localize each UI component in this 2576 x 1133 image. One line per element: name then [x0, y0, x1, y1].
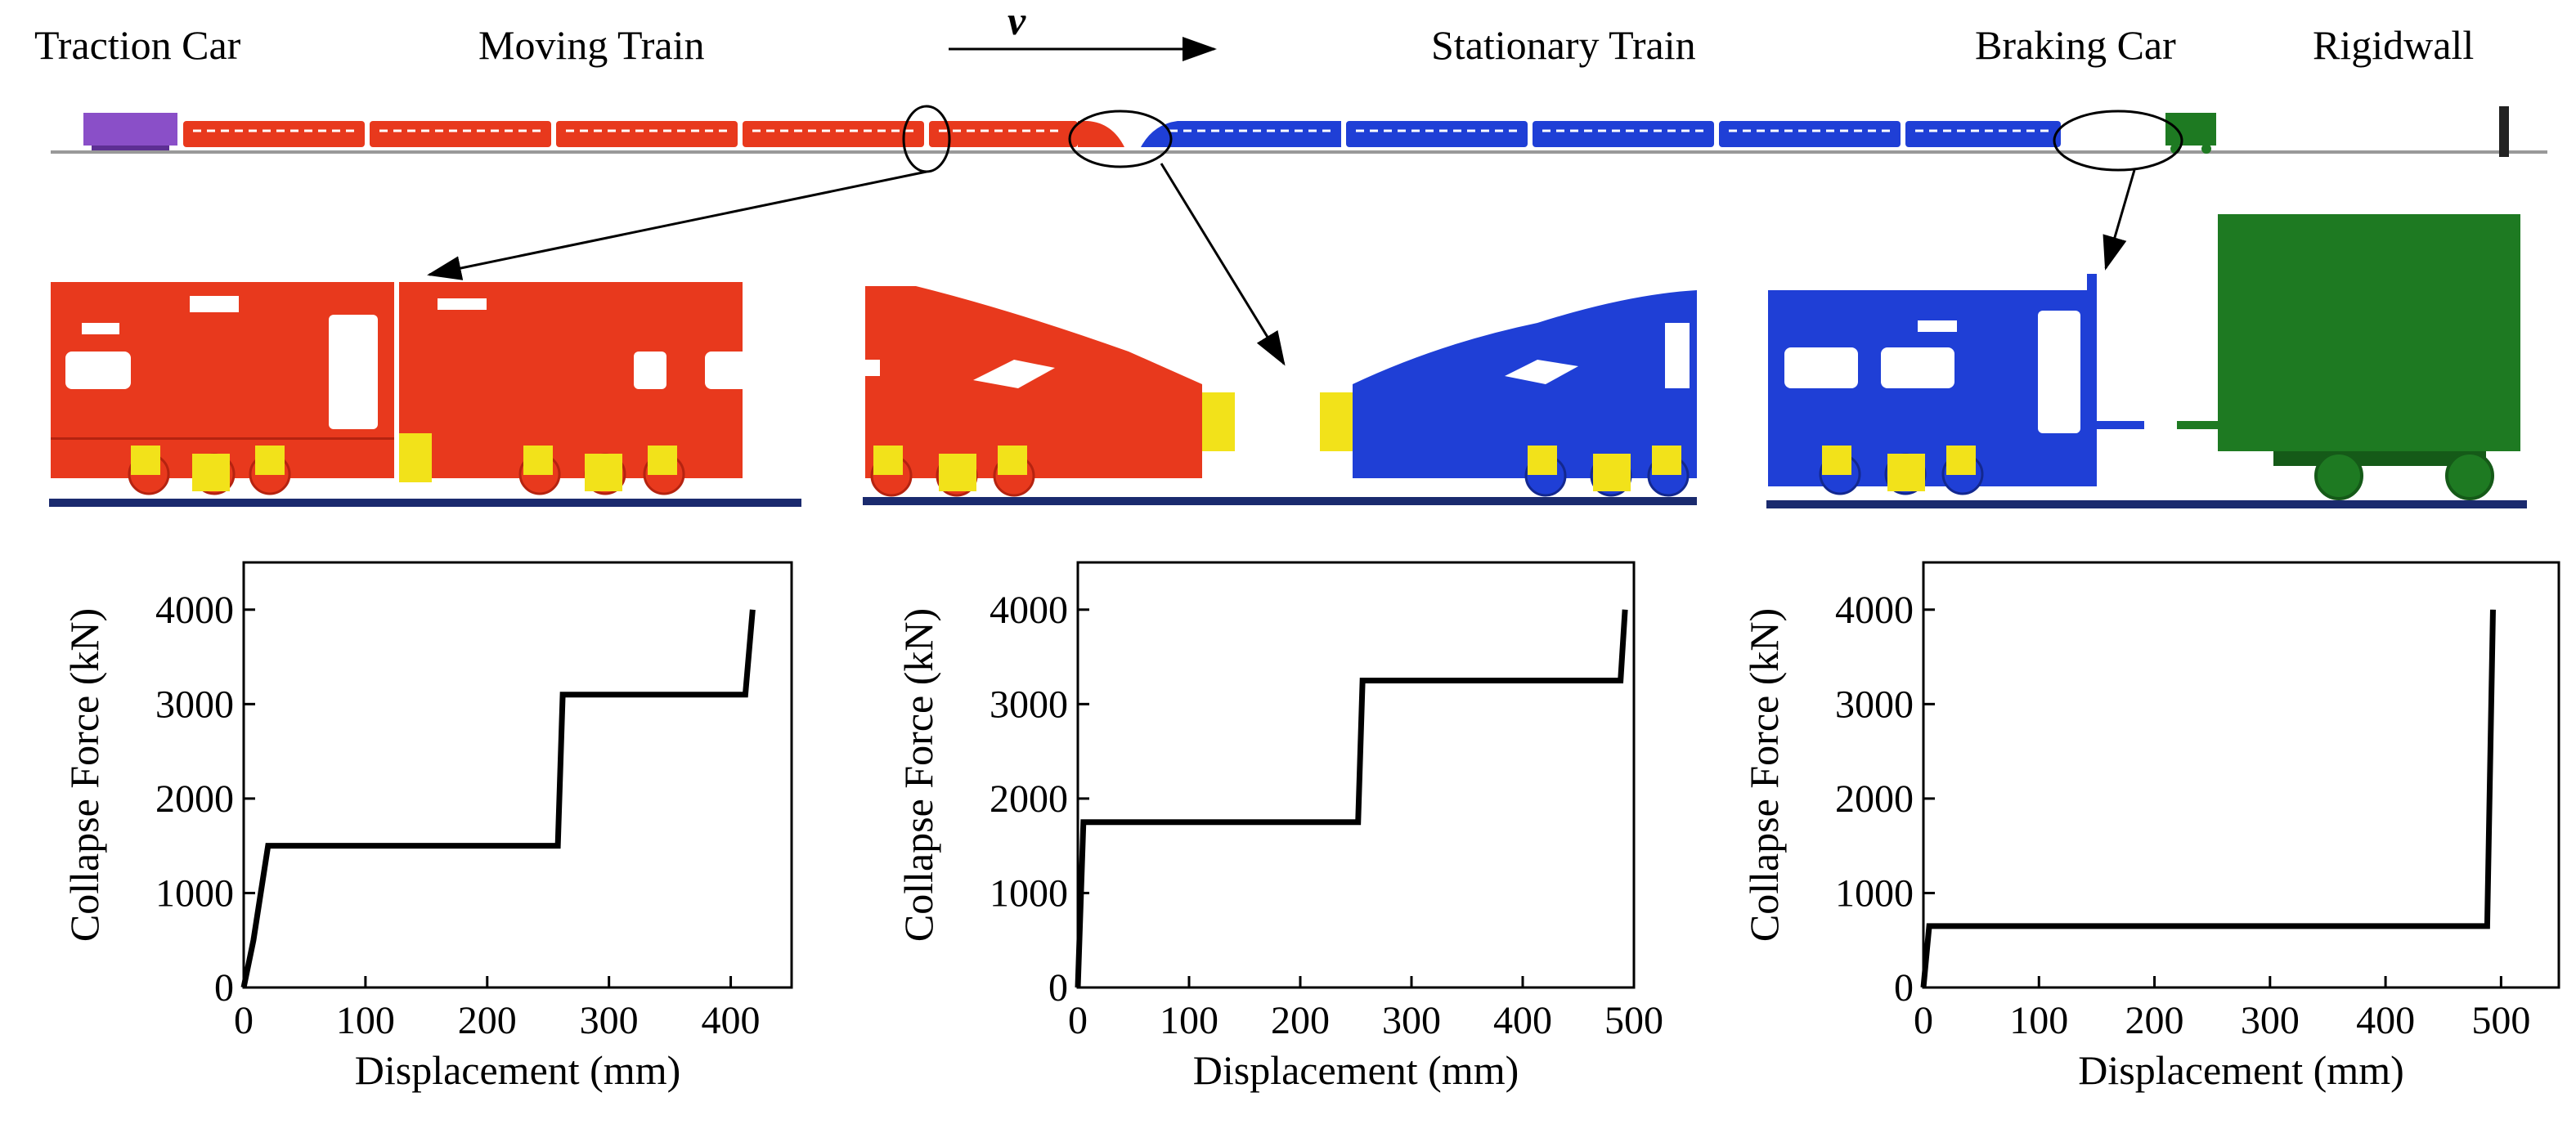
y-axis-label: Collapse Force (kN)	[1741, 608, 1787, 942]
braking-car-overview	[2165, 113, 2216, 146]
y-tick-label: 0	[1048, 966, 1068, 1010]
moving-train-label: Moving Train	[478, 22, 705, 68]
y-tick-label: 2000	[155, 777, 234, 821]
x-tick-label: 200	[458, 999, 517, 1042]
chart-impact: 0 100 200 300 400 500 0 1000 2000 3000 4000Displac…	[895, 561, 1663, 1093]
focus-ellipse-impact	[1068, 110, 1173, 168]
x-tick-label: 300	[1382, 999, 1441, 1042]
y-tick-label: 3000	[990, 683, 1068, 726]
focus-ellipse-braking	[2053, 110, 2183, 172]
y-tick-label: 0	[1894, 966, 1914, 1010]
x-tick-label: 0	[1914, 999, 1933, 1042]
force-displacement-line	[1075, 609, 1628, 988]
traction-car	[83, 113, 177, 146]
closeup-impact	[863, 286, 1697, 505]
chart-braking: 0 100 200 300 400 500 0 1000 2000 3000 4000Displac…	[1741, 561, 2560, 1093]
y-tick-label: 4000	[155, 589, 234, 632]
x-tick-label: 300	[2241, 999, 2300, 1042]
x-tick-label: 300	[580, 999, 639, 1042]
x-tick-label: 100	[1160, 999, 1218, 1042]
force-displacement-line	[240, 609, 756, 988]
rigidwall-marker	[2499, 106, 2509, 157]
y-tick-label: 2000	[990, 777, 1068, 821]
y-tick-label: 1000	[155, 871, 234, 915]
rigidwall-label: Rigidwall	[2313, 22, 2475, 68]
y-tick-label: 4000	[1835, 589, 1914, 632]
closeup-braking	[1766, 214, 2527, 508]
closeup-coupler	[49, 282, 801, 507]
x-tick-label: 0	[234, 999, 254, 1042]
x-tick-label: 400	[702, 999, 761, 1042]
y-tick-label: 1000	[1835, 871, 1914, 915]
pointer-arrow-coupler	[427, 170, 927, 280]
pointer-arrow-braking	[2103, 169, 2136, 271]
x-tick-label: 500	[2471, 999, 2530, 1042]
y-tick-label: 3000	[1835, 683, 1914, 726]
plot-frame	[1922, 561, 2560, 989]
plot-frame	[1076, 561, 1636, 989]
braking-car-label: Braking Car	[1975, 22, 2176, 68]
stationary-train-label: Stationary Train	[1431, 22, 1696, 68]
y-axis-label: Collapse Force (kN)	[61, 608, 107, 942]
x-axis-label: Displacement (mm)	[1193, 1047, 1519, 1093]
moving-train-overview	[183, 121, 1124, 147]
force-displacement-line	[1920, 609, 2496, 988]
x-tick-label: 500	[1604, 999, 1663, 1042]
velocity-label: v	[1008, 0, 1026, 43]
y-tick-label: 3000	[155, 683, 234, 726]
x-axis-label: Displacement (mm)	[355, 1047, 681, 1093]
x-tick-label: 400	[2356, 999, 2415, 1042]
x-tick-label: 100	[336, 999, 395, 1042]
x-tick-label: 0	[1068, 999, 1088, 1042]
x-axis-label: Displacement (mm)	[2078, 1047, 2404, 1093]
y-tick-label: 2000	[1835, 777, 1914, 821]
pointer-arrow-impact	[1160, 163, 1286, 366]
y-axis-label: Collapse Force (kN)	[895, 608, 941, 942]
plot-frame	[242, 561, 793, 989]
x-tick-label: 400	[1493, 999, 1552, 1042]
y-tick-label: 0	[214, 966, 234, 1010]
train-illustration	[49, 37, 2547, 508]
x-tick-label: 200	[1271, 999, 1330, 1042]
y-tick-label: 4000	[990, 589, 1068, 632]
traction-car-label: Traction Car	[34, 22, 241, 68]
x-tick-label: 100	[2009, 999, 2068, 1042]
x-tick-label: 200	[2125, 999, 2184, 1042]
y-tick-label: 1000	[990, 871, 1068, 915]
stationary-train-overview	[1141, 121, 2061, 147]
